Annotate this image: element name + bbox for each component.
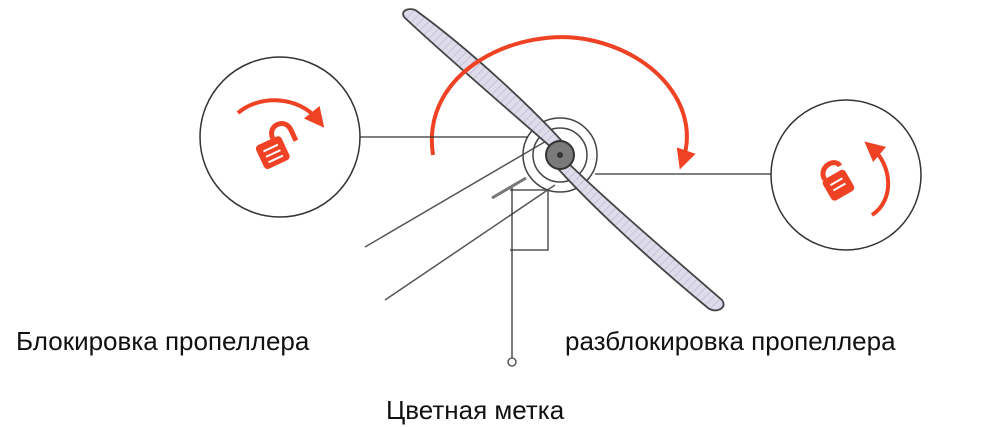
color-mark [491, 176, 527, 200]
propeller [402, 8, 725, 312]
motor-housing [522, 117, 598, 193]
callout-lines [358, 136, 772, 367]
lock-label: Блокировка пропеллера [16, 326, 310, 356]
unlock-rotation-arrow [864, 141, 891, 217]
lock-callout [199, 56, 361, 218]
padlock-closed-icon [255, 121, 299, 169]
drone-arm [364, 139, 556, 301]
lock-rotation-arrow [236, 98, 325, 128]
unlock-label: разблокировка пропеллера [565, 326, 896, 356]
padlock-open-icon [820, 160, 855, 201]
color-mark-label: Цветная метка [386, 395, 565, 425]
unlock-callout [770, 99, 922, 251]
propeller-blade-upper [402, 8, 570, 157]
propeller-blade-lower [550, 153, 725, 312]
rotation-arrow [429, 35, 696, 170]
hub-center [557, 152, 563, 158]
